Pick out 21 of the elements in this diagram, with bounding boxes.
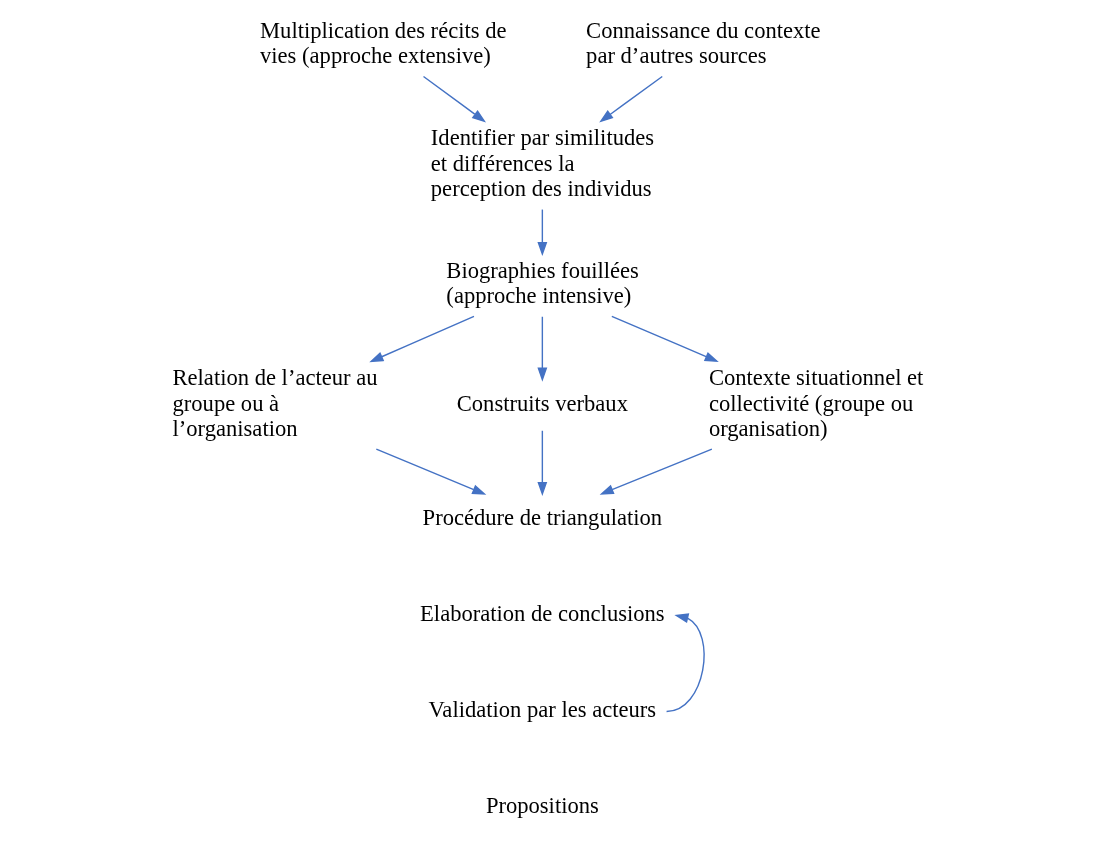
node-text: Identifier par similitudes et différences la perception des individus (430, 125, 655, 201)
node-text: Construits verbaux (456, 390, 628, 416)
node-text: Validation par les acteurs (428, 696, 657, 722)
node-text: Procédure de triangulation (422, 504, 663, 530)
arrow (537, 316, 548, 382)
arrow (599, 448, 713, 495)
node-text: Multiplication des récits de vies (approche extensive) (260, 17, 507, 69)
arrow (611, 315, 719, 363)
node-text: Connaissance du contexte par d’autres sources (586, 17, 821, 69)
arrow (375, 448, 487, 495)
arrow (537, 430, 548, 497)
node-text: Contexte situationnel et collectivité (groupe ou organisation) (708, 365, 924, 441)
node-text: Relation de l’acteur au groupe ou à l’organisation (172, 365, 378, 441)
node-text: Propositions (485, 792, 599, 818)
arrow (369, 315, 475, 363)
arrow (665, 613, 705, 713)
arrow (422, 75, 487, 123)
node-text: Elaboration de conclusions (420, 600, 665, 626)
node-text: Biographies fouillées (approche intensive) (446, 257, 639, 309)
arrow (599, 75, 663, 123)
arrow (537, 208, 548, 257)
